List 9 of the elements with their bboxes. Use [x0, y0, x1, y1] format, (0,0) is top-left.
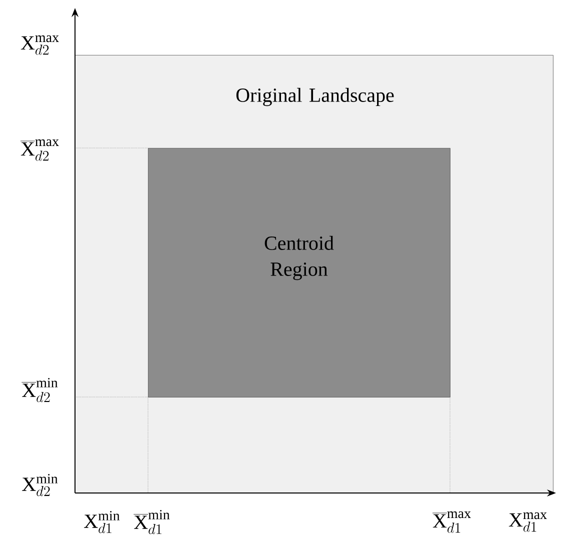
axis-label: $\overline{\mathrm{X}}_{d1}^{\mathrm{max}}$ — [432, 511, 471, 533]
axis-label: $\mathrm{X}_{d1}^{\mathrm{max}}$ — [508, 512, 547, 532]
axis-label: $\overline{\mathrm{X}}_{d2}^{\mathrm{min}}$ — [22, 378, 58, 402]
axis-label: $\overline{\mathrm{X}}_{d2}^{\mathrm{max}}$ — [20, 139, 59, 161]
axis-label: $\overline{\mathrm{X}}_{d1}^{\mathrm{min}}$ — [134, 510, 170, 534]
axis-label: $\mathrm{X}_{d1}^{\mathrm{min}}$ — [84, 511, 120, 534]
axis-label: $\mathrm{X}_{d2}^{\mathrm{min}}$ — [22, 474, 58, 496]
centroid-region-box: Centroid Region — [148, 148, 450, 398]
axis-label: $\mathrm{X}_{d2}^{\mathrm{max}}$ — [20, 35, 59, 55]
